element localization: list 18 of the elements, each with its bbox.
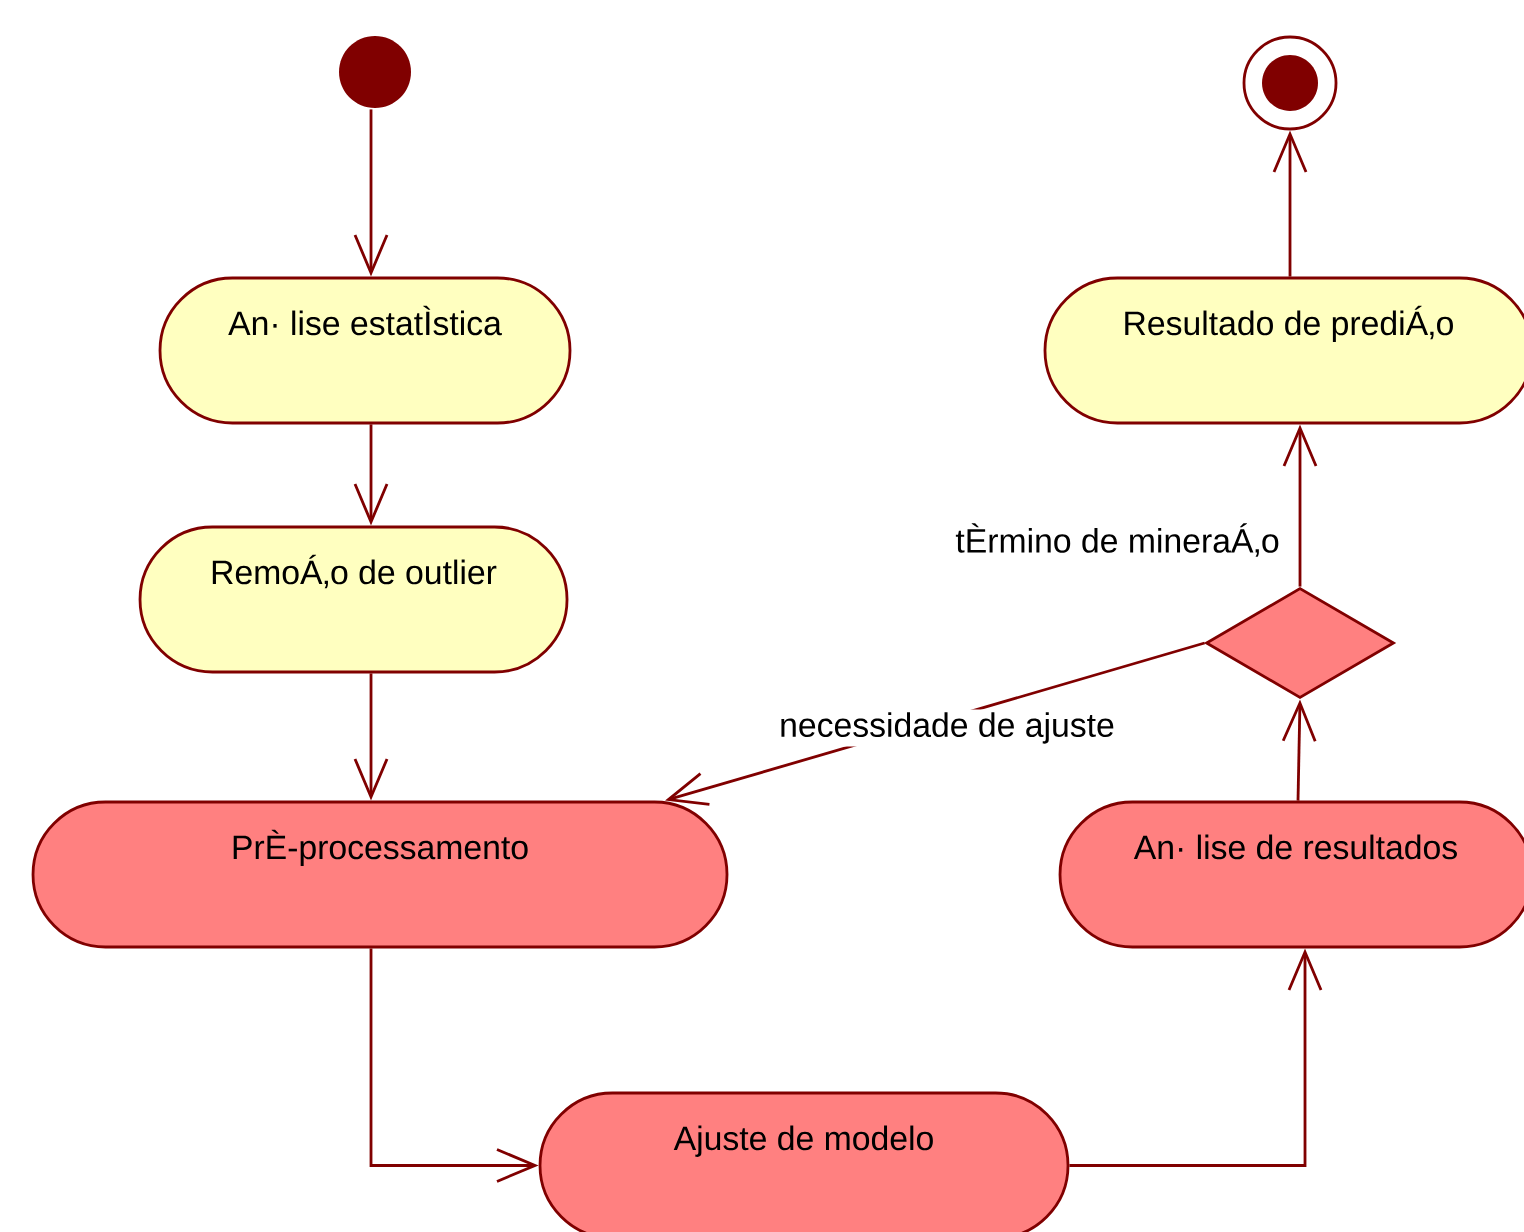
arrow	[353, 109, 389, 277]
arrow	[1282, 424, 1318, 587]
action-box: An· lise de resultados	[1058, 800, 1524, 949]
arrow	[369, 948, 539, 1183]
action-box: PrÈ-processamento	[31, 800, 729, 949]
arrow	[1069, 948, 1323, 1167]
edge-label: tÈrmino de mineraÁ‚o	[952, 520, 1283, 560]
action-box: An· lise estatÌstica	[158, 276, 572, 425]
action-box: Ajuste de modelo	[538, 1091, 1070, 1232]
arrow	[1281, 699, 1317, 801]
end-node	[1242, 35, 1338, 131]
start-node	[339, 36, 411, 108]
action-box: RemoÁ‚o de outlier	[138, 525, 569, 674]
arrow	[353, 424, 389, 526]
arrow	[1272, 130, 1308, 277]
arrow	[353, 673, 389, 801]
action-box: Resultado de prediÁ‚o	[1043, 276, 1524, 425]
edge-label: necessidade de ajuste	[776, 709, 1118, 747]
